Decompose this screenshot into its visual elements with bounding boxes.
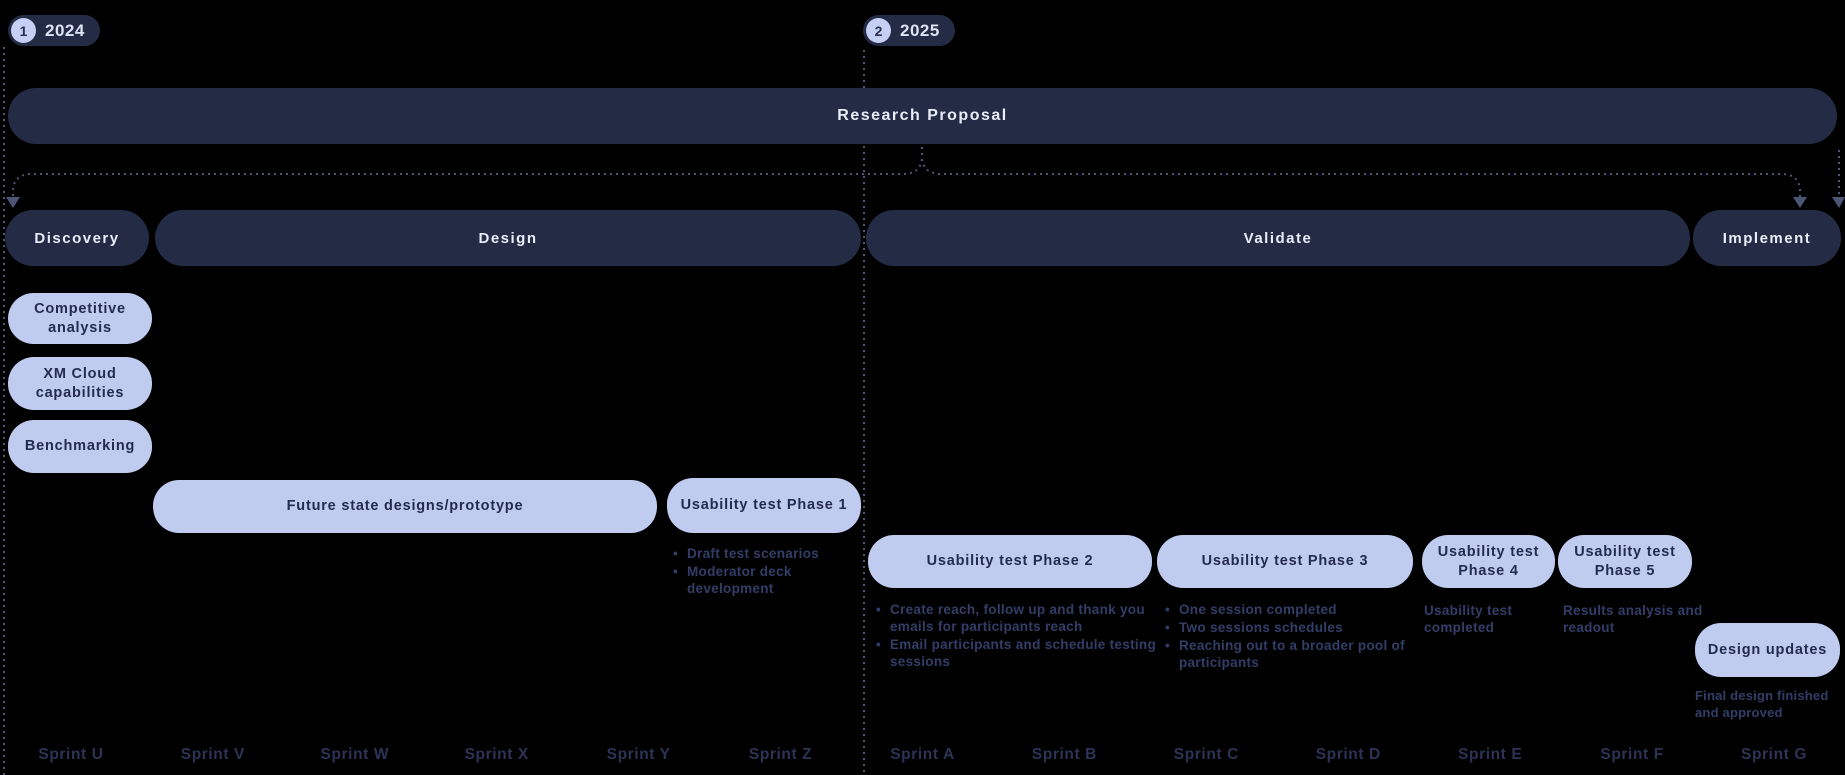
research-proposal-bar: Research Proposal	[8, 88, 1837, 144]
proposal-branch-right	[921, 147, 1801, 197]
sprint-label-z: Sprint Z	[748, 746, 813, 763]
activity-pill-benchmarking: Benchmarking	[8, 420, 152, 473]
notes-usability-test-phase-2: Create reach, follow up and thank you em…	[874, 601, 1162, 672]
activity-pill-usability-test-phase-3: Usability test Phase 3	[1157, 535, 1413, 588]
phase-bar-design: Design	[155, 210, 861, 266]
activity-pill-usability-test-phase-1: Usability test Phase 1	[667, 478, 861, 533]
sprint-label-f: Sprint F	[1600, 746, 1664, 763]
note-item: Email participants and schedule testing …	[874, 636, 1162, 670]
sprint-label-c: Sprint C	[1173, 746, 1239, 763]
year-label: 2025	[900, 20, 940, 40]
proposal-branch-left	[12, 147, 923, 197]
sprint-label-u: Sprint U	[38, 746, 104, 763]
sprint-label-v: Sprint V	[180, 746, 245, 763]
note-item: Moderator deck development	[671, 563, 849, 597]
year-badge-2024: 1 2024	[8, 15, 100, 46]
phase-bar-validate: Validate	[866, 210, 1690, 266]
sprint-label-d: Sprint D	[1315, 746, 1381, 763]
activity-pill-competitive-analysis: Competitive analysis	[8, 293, 152, 344]
note-item: Reaching out to a broader pool of partic…	[1163, 637, 1413, 671]
note-item: Draft test scenarios	[671, 545, 849, 562]
notes-usability-test-phase-1: Draft test scenarios Moderator deck deve…	[671, 545, 849, 598]
sprint-label-a: Sprint A	[890, 746, 955, 763]
activity-pill-xm-cloud-capabilities: XM Cloud capabilities	[8, 357, 152, 410]
year-number-badge: 1	[11, 18, 36, 43]
activity-pill-future-state-designs: Future state designs/prototype	[153, 480, 657, 533]
sprint-label-x: Sprint X	[464, 746, 529, 763]
sprint-label-e: Sprint E	[1458, 746, 1523, 763]
notes-usability-test-phase-3: One session completed Two sessions sched…	[1163, 601, 1413, 673]
phase-bar-implement: Implement	[1693, 210, 1841, 266]
arrow-to-discovery	[6, 197, 20, 208]
arrow-to-implement-edge	[1832, 197, 1845, 208]
note-item: One session completed	[1163, 601, 1413, 618]
year-number-badge: 2	[866, 18, 891, 43]
activity-pill-usability-test-phase-5: Usability test Phase 5	[1558, 535, 1692, 588]
activity-pill-usability-test-phase-2: Usability test Phase 2	[868, 535, 1152, 588]
note-usability-test-phase-4: Usability test completed	[1424, 603, 1513, 636]
activity-pill-design-updates: Design updates	[1695, 623, 1840, 677]
year-badge-2025: 2 2025	[863, 15, 955, 46]
sprint-label-g: Sprint G	[1741, 746, 1807, 763]
arrow-to-implement	[1793, 197, 1807, 208]
sprint-label-w: Sprint W	[320, 746, 390, 763]
note-item: Two sessions schedules	[1163, 619, 1413, 636]
note-design-updates: Final design finished and approved	[1695, 688, 1829, 720]
sprint-label-y: Sprint Y	[606, 746, 671, 763]
phase-bar-discovery: Discovery	[5, 210, 149, 266]
note-usability-test-phase-5: Results analysis and readout	[1563, 603, 1703, 636]
sprint-axis: Sprint U Sprint V Sprint W Sprint X Spri…	[0, 742, 1845, 768]
sprint-label-b: Sprint B	[1031, 746, 1097, 763]
year-label: 2024	[45, 20, 85, 40]
activity-pill-usability-test-phase-4: Usability test Phase 4	[1422, 535, 1555, 588]
note-item: Create reach, follow up and thank you em…	[874, 601, 1162, 635]
